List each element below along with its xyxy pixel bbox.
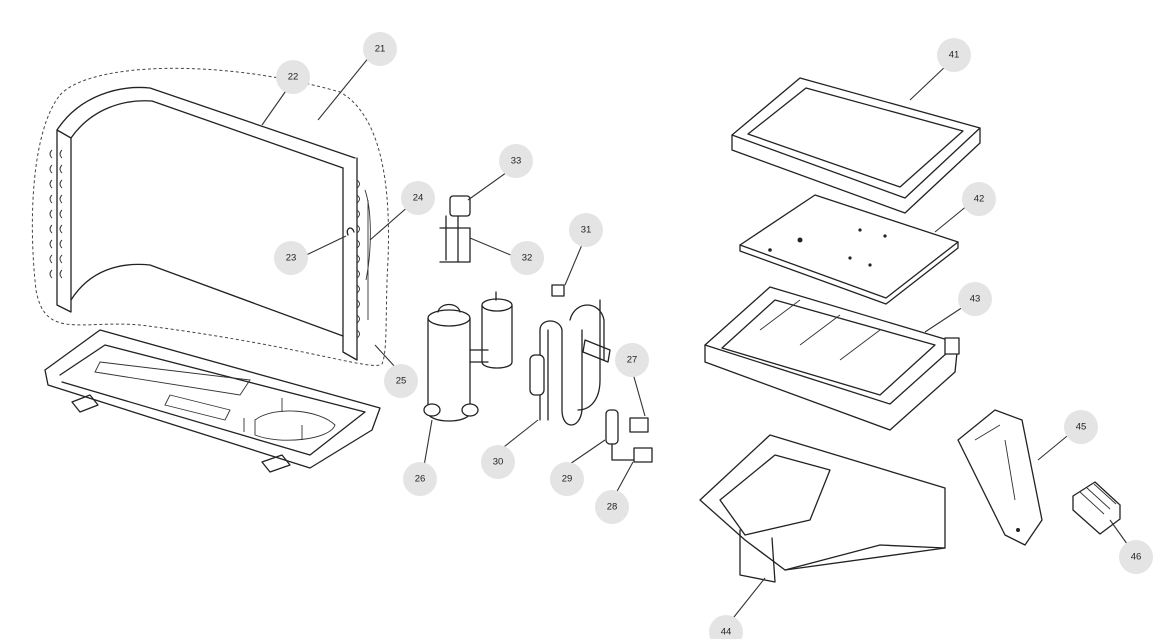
callout-45: 45 (1064, 410, 1098, 444)
callout-29: 29 (550, 462, 584, 496)
callout-46: 46 (1119, 540, 1153, 574)
callout-31: 31 (569, 213, 603, 247)
service-valves (605, 409, 653, 463)
callout-label: 29 (562, 474, 573, 485)
callout-label: 32 (522, 253, 533, 264)
callout-label: 26 (415, 474, 426, 485)
callout-21: 21 (363, 32, 397, 66)
callout-27: 27 (615, 343, 649, 377)
callout-label: 22 (288, 72, 299, 83)
mounting-bracket (957, 409, 1043, 546)
callout-33: 33 (499, 144, 533, 178)
callout-label: 44 (721, 627, 732, 638)
terminal-block (1072, 481, 1121, 535)
callout-label: 45 (1076, 422, 1087, 433)
compressor (423, 291, 513, 422)
callout-43: 43 (958, 282, 992, 316)
control-board (739, 194, 959, 305)
callout-41: 41 (937, 38, 971, 72)
callout-23: 23 (274, 241, 308, 275)
callout-label: 31 (581, 225, 592, 236)
callout-label: 41 (949, 50, 960, 61)
leader-lines (261, 55, 1131, 623)
callout-label: 28 (607, 502, 618, 513)
callout-25: 25 (384, 364, 418, 398)
callout-label: 23 (286, 253, 297, 264)
callout-44: 44 (709, 615, 743, 639)
callout-label: 46 (1131, 552, 1142, 563)
callout-24: 24 (401, 181, 435, 215)
callout-32: 32 (510, 241, 544, 275)
top-cover (731, 77, 981, 214)
condenser-coil-assembly (31, 67, 389, 366)
callout-label: 27 (627, 355, 638, 366)
electrical-box (704, 286, 960, 431)
base-pan (44, 329, 381, 473)
callout-26: 26 (403, 462, 437, 496)
callout-28: 28 (595, 490, 629, 524)
callout-30: 30 (481, 445, 515, 479)
callout-22: 22 (276, 60, 310, 94)
expansion-valve-coil (439, 195, 471, 263)
callout-label: 30 (493, 457, 504, 468)
callout-42: 42 (962, 182, 996, 216)
callout-label: 25 (396, 376, 407, 387)
callout-label: 42 (974, 194, 985, 205)
callout-label: 43 (970, 294, 981, 305)
callout-label: 33 (511, 156, 522, 167)
bottom-tray (699, 434, 946, 583)
callout-label: 21 (375, 44, 386, 55)
refrigerant-piping (529, 284, 611, 426)
callout-label: 24 (413, 193, 424, 204)
